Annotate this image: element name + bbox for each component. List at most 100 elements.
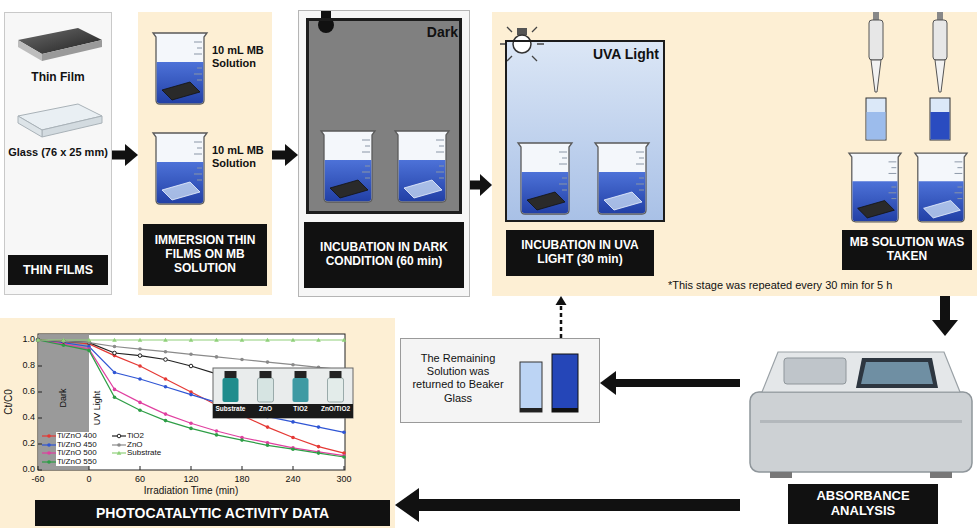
panel-grounds (0, 10, 977, 528)
vial-photo-inset-shape (258, 378, 274, 402)
pipette-shape (937, 12, 943, 20)
legend-text: Substrate (126, 449, 162, 458)
beaker-shape (395, 131, 449, 202)
tick-label: 120 (178, 474, 204, 484)
beaker-shape (153, 133, 207, 204)
panel-grounds-shape (492, 12, 977, 296)
data-marker (342, 338, 347, 342)
cuvette-shape (552, 408, 578, 412)
data-marker (47, 460, 51, 464)
data-marker (117, 434, 121, 438)
glass-slide (18, 104, 102, 137)
caption-label: PHOTOCATALYTIC ACTIVITY DATA (35, 500, 390, 526)
tick-label: 0.2 (12, 438, 35, 448)
glass-slide-shape (18, 116, 42, 137)
panel-grounds-shape (4, 12, 112, 295)
arrow-head (125, 144, 138, 166)
panel-grounds-shape (0, 318, 395, 528)
flow-arrow (600, 371, 740, 395)
legend-item: TiO2 (112, 432, 145, 441)
data-marker (342, 431, 346, 435)
panel-grounds-shape (306, 18, 462, 214)
data-marker (61, 338, 66, 342)
arrow-head (556, 296, 567, 305)
data-marker (266, 444, 270, 448)
tick-label: 60 (127, 474, 153, 484)
data-marker (47, 443, 51, 447)
data-marker (36, 338, 40, 342)
beaker (153, 33, 967, 222)
data-marker (215, 355, 219, 359)
chamber-label: UVA Light (585, 46, 659, 63)
data-marker (291, 363, 295, 367)
solution-label: 10 mL MB Solution (212, 144, 270, 170)
caption-label: MB SOLUTION WAS TAKEN (842, 230, 972, 270)
tick-label: 0.6 (12, 386, 35, 396)
vial-photo-inset-shape (213, 368, 353, 418)
arrow-head (395, 488, 419, 522)
spectrophotometer-shape (930, 472, 952, 478)
data-marker (47, 434, 51, 438)
data-marker (215, 433, 219, 437)
legend-sample (42, 441, 56, 449)
data-marker (291, 436, 295, 440)
chamber-label: Dark (404, 24, 458, 41)
thin-film-slide-shape (18, 40, 42, 61)
panel-grounds-shape (298, 10, 470, 297)
panel-grounds-shape (505, 40, 665, 222)
arrow-head (480, 174, 492, 196)
legend-text: Ti/ZnO 450 (56, 441, 98, 450)
data-marker (240, 338, 245, 342)
beaker-shape (518, 143, 572, 214)
cuvette-shape (867, 112, 886, 140)
data-marker (138, 408, 142, 412)
data-marker (164, 419, 168, 423)
solution-label: 10 mL MB Solution (212, 44, 270, 70)
data-marker (291, 420, 295, 424)
legend-sample (42, 458, 56, 466)
axis-label: Ct/C0 (3, 387, 15, 417)
panel-grounds-shape (138, 12, 272, 295)
data-marker (189, 427, 193, 431)
dark-chamber: Dark (306, 18, 462, 214)
arrow-head (932, 320, 958, 336)
data-marker (138, 354, 142, 358)
data-marker (113, 345, 117, 349)
lamp-off (318, 11, 334, 33)
data-marker (138, 364, 142, 368)
note-box: The Remaining Solution was returned to B… (400, 338, 600, 423)
arrow-head (600, 371, 616, 395)
legend-item: Ti/ZnO 550 (42, 458, 98, 467)
cuvette-shape (930, 98, 950, 140)
chart-panel: PHOTOCATALYTIC ACTIVITY DATA (0, 318, 395, 528)
legend-text: Ti/ZnO 500 (56, 449, 98, 458)
arrow-shaft (940, 296, 950, 321)
chart-frame-shape (38, 334, 345, 470)
data-curves (36, 338, 347, 459)
vial-photo-inset-shape (330, 371, 342, 378)
legend-item: Substrate (112, 449, 162, 458)
data-marker (138, 338, 143, 342)
pipette (869, 12, 947, 92)
vial-photo-inset (213, 368, 353, 418)
legend-item: Ti/ZnO 450 (42, 441, 98, 450)
slide-label: Thin Film (8, 70, 108, 84)
flow-arrow (932, 296, 958, 336)
beaker-shape (321, 131, 375, 202)
legend-text: Ti/ZnO 400 (56, 432, 98, 441)
legend-text: ZnO (126, 441, 144, 450)
tick-label: 0.8 (12, 360, 35, 370)
cuvette-shape (552, 354, 578, 412)
data-curve (38, 340, 344, 456)
arrow-shaft (470, 181, 481, 190)
pipette-shape (873, 12, 879, 20)
data-curve (38, 340, 344, 457)
panel-grounds-shape (400, 338, 600, 423)
beaker-shape (849, 153, 901, 222)
legend-item: Ti/ZnO 500 (42, 449, 98, 458)
vial-label: ZnO (248, 405, 283, 412)
spectrophotometer-shape (750, 392, 972, 472)
data-curve (38, 340, 344, 370)
stage-panel: INCUBATION IN DARK CONDITION (60 min)Dar… (298, 10, 470, 297)
slide-label: Glass (76 x 25 mm) (8, 146, 108, 159)
